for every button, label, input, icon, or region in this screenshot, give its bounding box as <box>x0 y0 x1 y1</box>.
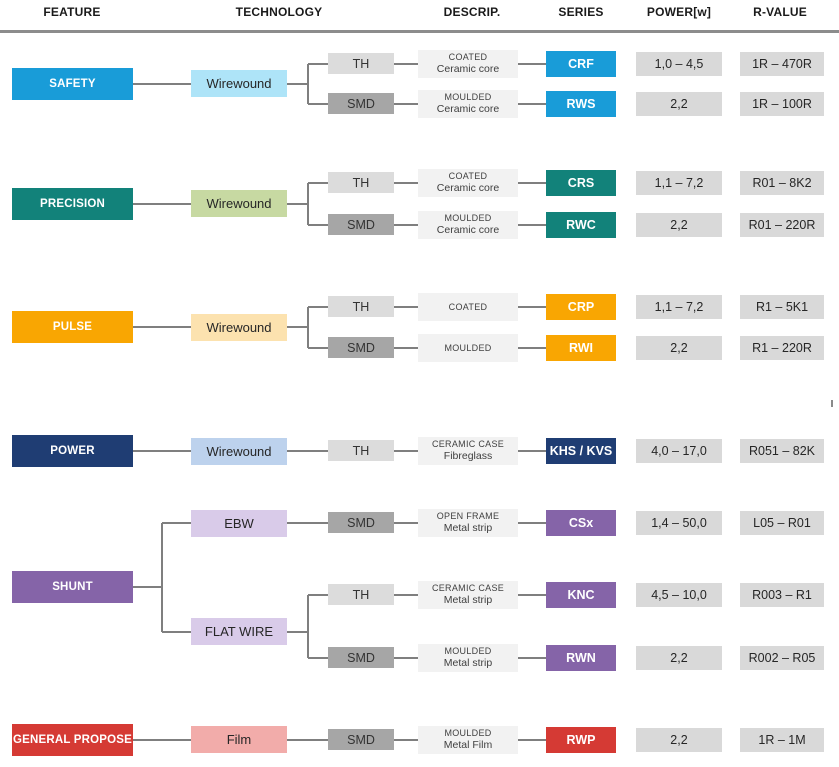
mount-box: TH <box>328 584 394 605</box>
power-box: 2,2 <box>636 646 722 670</box>
rvalue-box: R01 – 220R <box>740 213 824 237</box>
column-header-descrip: DESCRIP. <box>443 5 501 19</box>
rvalue-box: L05 – R01 <box>740 511 824 535</box>
series-box-knc: KNC <box>546 582 616 608</box>
mount-box: SMD <box>328 512 394 533</box>
feature-box-shunt: SHUNT <box>12 571 133 603</box>
series-box-rwc: RWC <box>546 212 616 238</box>
descrip-line1: COATED <box>448 171 488 182</box>
tech-box-flat-wire: FLAT WIRE <box>191 618 287 645</box>
descrip-line2: Metal Film <box>443 739 493 752</box>
rvalue-box: R002 – R05 <box>740 646 824 670</box>
mount-box: TH <box>328 172 394 193</box>
descrip-line2: Metal strip <box>443 594 493 607</box>
descrip-box: MOULDED Ceramic core <box>418 90 518 118</box>
power-box: 1,1 – 7,2 <box>636 295 722 319</box>
power-box: 1,4 – 50,0 <box>636 511 722 535</box>
descrip-line2: Ceramic core <box>436 224 500 237</box>
power-box: 1,1 – 7,2 <box>636 171 722 195</box>
mount-box: SMD <box>328 729 394 750</box>
series-box-crs: CRS <box>546 170 616 196</box>
descrip-box: COATED Ceramic core <box>418 50 518 78</box>
tech-box-wirewound-pulse: Wirewound <box>191 314 287 341</box>
descrip-line2: Ceramic core <box>436 103 500 116</box>
tech-box-film: Film <box>191 726 287 753</box>
mount-box: TH <box>328 440 394 461</box>
rvalue-box: R1 – 5K1 <box>740 295 824 319</box>
descrip-line1: MOULDED <box>444 342 492 353</box>
descrip-line2: Fibreglass <box>443 450 493 463</box>
series-box-rwp: RWP <box>546 727 616 753</box>
column-header-rvalue: R-VALUE <box>753 5 807 19</box>
series-box-crp: CRP <box>546 294 616 320</box>
mount-box: SMD <box>328 647 394 668</box>
rvalue-box: R01 – 8K2 <box>740 171 824 195</box>
descrip-box: CERAMIC CASE Fibreglass <box>418 437 518 465</box>
descrip-box: MOULDED Ceramic core <box>418 211 518 239</box>
rvalue-box: R051 – 82K <box>740 439 824 463</box>
header-divider <box>0 30 839 33</box>
rvalue-box: 1R – 100R <box>740 92 824 116</box>
descrip-line2: Metal strip <box>443 522 493 535</box>
tech-box-wirewound-safety: Wirewound <box>191 70 287 97</box>
descrip-box: OPEN FRAME Metal strip <box>418 509 518 537</box>
rvalue-box: R003 – R1 <box>740 583 824 607</box>
feature-box-precision: PRECISION <box>12 188 133 220</box>
power-box: 2,2 <box>636 92 722 116</box>
descrip-box: MOULDED Metal Film <box>418 726 518 754</box>
column-header-technology: TECHNOLOGY <box>235 5 323 19</box>
mount-box: SMD <box>328 93 394 114</box>
tech-box-wirewound-precision: Wirewound <box>191 190 287 217</box>
mount-box: TH <box>328 53 394 74</box>
descrip-box: MOULDED <box>418 334 518 362</box>
series-box-rwn: RWN <box>546 645 616 671</box>
descrip-line1: MOULDED <box>444 92 492 103</box>
column-header-power: POWER[w] <box>646 5 712 19</box>
power-box: 4,0 – 17,0 <box>636 439 722 463</box>
rvalue-box: R1 – 220R <box>740 336 824 360</box>
mount-box: SMD <box>328 337 394 358</box>
power-box: 1,0 – 4,5 <box>636 52 722 76</box>
column-header-series: SERIES <box>558 5 604 19</box>
descrip-line1: COATED <box>448 301 488 312</box>
feature-box-general: GENERAL PROPOSE <box>12 724 133 756</box>
series-box-rws: RWS <box>546 91 616 117</box>
descrip-box: CERAMIC CASE Metal strip <box>418 581 518 609</box>
descrip-line1: MOULDED <box>444 728 492 739</box>
power-box: 2,2 <box>636 213 722 237</box>
descrip-box: COATED <box>418 293 518 321</box>
mount-box: TH <box>328 296 394 317</box>
feature-box-power: POWER <box>12 435 133 467</box>
feature-box-safety: SAFETY <box>12 68 133 100</box>
stray-mark <box>831 400 833 407</box>
series-box-khs-kvs: KHS / KVS <box>546 438 616 464</box>
descrip-line1: MOULDED <box>444 646 492 657</box>
series-box-rwi: RWI <box>546 335 616 361</box>
power-box: 2,2 <box>636 728 722 752</box>
descrip-line1: COATED <box>448 52 488 63</box>
tech-box-ebw: EBW <box>191 510 287 537</box>
descrip-line1: CERAMIC CASE <box>431 583 505 594</box>
series-box-crf: CRF <box>546 51 616 77</box>
rvalue-box: 1R – 470R <box>740 52 824 76</box>
descrip-line1: OPEN FRAME <box>436 511 500 522</box>
rvalue-box: 1R – 1M <box>740 728 824 752</box>
feature-box-pulse: PULSE <box>12 311 133 343</box>
mount-box: SMD <box>328 214 394 235</box>
power-box: 4,5 – 10,0 <box>636 583 722 607</box>
descrip-line2: Metal strip <box>443 657 493 670</box>
descrip-line1: MOULDED <box>444 213 492 224</box>
descrip-line2: Ceramic core <box>436 182 500 195</box>
descrip-line2: Ceramic core <box>436 63 500 76</box>
power-box: 2,2 <box>636 336 722 360</box>
descrip-line1: CERAMIC CASE <box>431 439 505 450</box>
tech-box-wirewound-power: Wirewound <box>191 438 287 465</box>
descrip-box: MOULDED Metal strip <box>418 644 518 672</box>
descrip-box: COATED Ceramic core <box>418 169 518 197</box>
column-header-feature: FEATURE <box>43 5 101 19</box>
series-box-csx: CSx <box>546 510 616 536</box>
